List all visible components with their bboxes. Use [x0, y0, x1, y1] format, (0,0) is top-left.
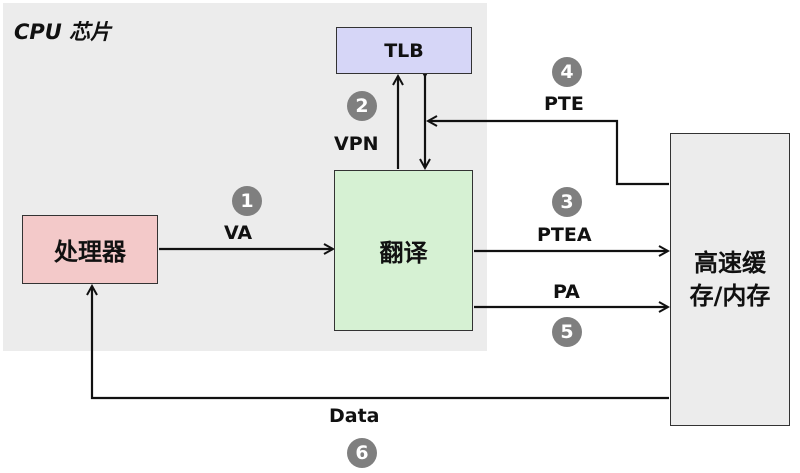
cache-memory-label-line1: 高速缓: [694, 249, 766, 278]
step-1-badge: 1: [232, 186, 262, 216]
step-6-badge: 6: [347, 438, 377, 468]
cache-memory-box: 高速缓 存/内存: [670, 133, 790, 426]
step-2-badge: 2: [347, 91, 377, 121]
pte-arrow: [428, 121, 669, 186]
data-arrow: [92, 286, 669, 400]
ptea-label: PTEA: [537, 224, 592, 246]
cache-memory-label-line2: 存/内存: [689, 281, 771, 310]
vpn-label: VPN: [334, 133, 379, 155]
translation-box: 翻译: [334, 170, 473, 331]
step-3-badge: 3: [552, 187, 582, 217]
tlb-box: TLB: [336, 27, 472, 74]
processor-box: 处理器: [22, 215, 158, 284]
step-4-badge: 4: [552, 57, 582, 87]
data-label: Data: [329, 405, 380, 427]
pa-label: PA: [553, 281, 580, 303]
pte-label: PTE: [544, 93, 584, 115]
step-5-badge: 5: [552, 317, 582, 347]
cpu-chip-title: CPU 芯片: [14, 20, 112, 44]
va-label: VA: [224, 222, 253, 244]
